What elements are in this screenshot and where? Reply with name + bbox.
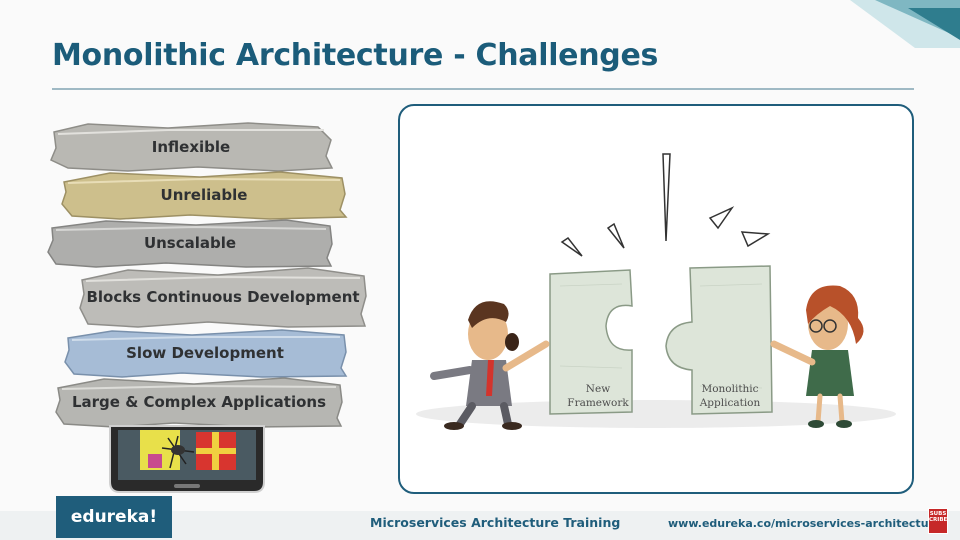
stone-inflexible: Inflexible	[48, 122, 334, 172]
challenges-stack: Inflexible Unreliable Unscalable Blocks …	[40, 110, 380, 500]
challenge-label: Unscalable	[143, 234, 237, 252]
challenge-label: Slow Development	[126, 344, 284, 362]
stone-shape	[47, 219, 333, 268]
edureka-logo[interactable]: edureka!	[56, 496, 172, 538]
challenge-label: Unreliable	[160, 186, 248, 204]
challenge-label: Inflexible	[151, 138, 231, 156]
title-underline	[52, 88, 914, 90]
slide-title: Monolithic Architecture - Challenges	[52, 38, 659, 73]
stone-slow-development: Slow Development	[62, 328, 348, 378]
tablet-illustration	[109, 425, 265, 493]
subscribe-icon[interactable]: SUBS CRIBE	[928, 508, 948, 534]
stone-shape	[64, 329, 348, 378]
stone-shape	[61, 171, 348, 220]
course-url-link[interactable]: www.edureka.co/microservices-architectur…	[668, 517, 928, 530]
illustration-panel: New Framework Monolithic Application	[398, 104, 914, 494]
stone-unscalable: Unscalable	[46, 218, 334, 268]
puzzle-illustration	[416, 153, 896, 430]
challenge-label: Blocks Continuous Development	[86, 288, 360, 306]
challenge-label: Large & Complex Applications	[71, 393, 326, 411]
course-title: Microservices Architecture Training	[370, 515, 621, 530]
puzzle-label-new-framework: New Framework	[567, 383, 629, 409]
stone-shape	[55, 377, 343, 428]
puzzle-label-monolithic-application: Monolithic Application	[699, 383, 761, 409]
stone-unreliable: Unreliable	[60, 170, 348, 220]
stone-large-complex-applications: Large & Complex Applications	[54, 376, 344, 428]
stone-shape	[50, 122, 334, 172]
corner-decoration	[850, 0, 960, 48]
stone-shape	[79, 267, 367, 328]
stone-blocks-continuous-development: Blocks Continuous Development	[78, 266, 368, 328]
